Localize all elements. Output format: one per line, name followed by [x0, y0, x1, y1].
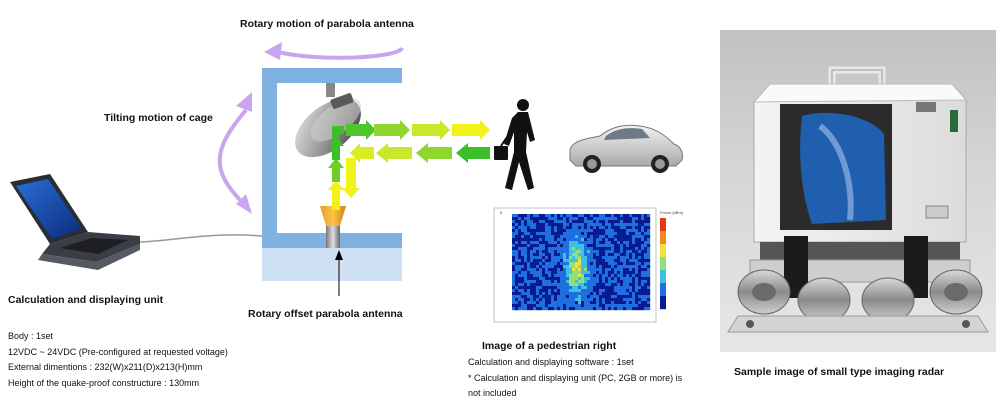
horn-feed	[320, 206, 346, 226]
pedestrian-image-label: Image of a pedestrian right	[482, 340, 617, 352]
antenna-label: Rotary offset parabola antenna	[248, 308, 403, 320]
calc-unit-label: Calculation and displaying unit	[8, 294, 164, 306]
radar-device-drawing	[727, 66, 989, 333]
spec-line: External dimentions : 232(W)x211(D)x213(…	[8, 362, 203, 372]
rotary-motion-label: Rotary motion of parabola antenna	[240, 18, 414, 30]
radar-heatmap-image: 5 Power [dBm]	[493, 207, 683, 323]
car-icon	[569, 124, 683, 173]
spec-line: Calculation and displaying software : 1s…	[468, 357, 634, 367]
spec-line: * Calculation and displaying unit (PC, 2…	[468, 372, 683, 383]
photo-caption: Sample image of small type imaging radar	[734, 366, 945, 378]
svg-text:5: 5	[500, 210, 503, 215]
svg-text:Power [dBm]: Power [dBm]	[660, 210, 683, 215]
signal-arrows	[328, 120, 490, 210]
cage-frame	[262, 68, 402, 248]
specs-left: Body : 1set 12VDC ~ 24VDC (Pre-configure…	[8, 329, 228, 391]
antenna-pointer	[335, 250, 343, 296]
pedestrian-icon	[494, 99, 535, 190]
radar-device-photo	[720, 30, 996, 352]
parabola-dish-icon	[295, 93, 362, 158]
tilting-motion-label: Tilting motion of cage	[104, 112, 213, 124]
tilting-motion-arrow	[217, 92, 252, 214]
antenna-shaft	[326, 226, 340, 248]
laptop-icon	[10, 174, 263, 270]
specs-right: Calculation and displaying software : 1s…	[468, 355, 682, 402]
rotary-motion-arrow	[264, 42, 404, 60]
spec-line: Body : 1set	[8, 331, 54, 341]
spec-line: 12VDC ~ 24VDC (Pre-configured at request…	[8, 346, 228, 357]
spec-line: not included	[468, 388, 517, 398]
antenna-mount	[326, 83, 335, 97]
base-plate	[262, 247, 402, 281]
spec-line: Height of the quake-proof constructure :…	[8, 377, 200, 388]
